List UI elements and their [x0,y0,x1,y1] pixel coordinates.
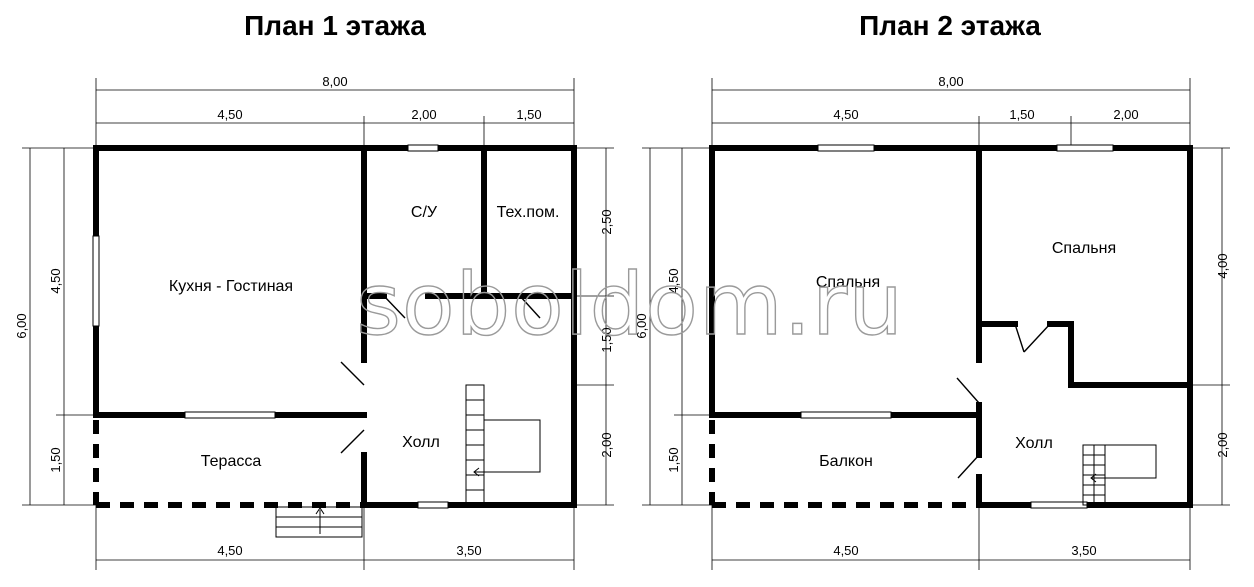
plan-2-dim-left-2: 1,50 [666,447,681,472]
plan-2-top-dimensions: 8,00 4,50 1,50 2,00 [711,74,1191,150]
plan-2-left-dimensions: 6,00 4,50 1,50 [634,147,712,506]
plan-1-doors [340,295,541,454]
plan-second-floor: План 2 этажа 8,00 4,50 1,50 2,00 4,50 3,… [634,10,1230,570]
plan-1-dim-right-3: 2,00 [599,432,614,457]
plan-2-dim-top-3: 2,00 [1113,107,1138,122]
plan-2-dim-top-1: 4,50 [833,107,858,122]
plan-2-dim-right-2: 2,00 [1215,432,1230,457]
plan-2-right-dimensions: 4,00 2,00 [1190,147,1230,506]
plan-2-door-bedroom-1 [956,377,980,404]
plan-1-bottom-dimensions: 4,50 3,50 [95,505,575,570]
plan-1-left-dimensions: 6,00 4,50 1,50 [14,147,96,506]
plan-2-door-bedroom-2-b [1023,323,1051,353]
plan-2-dim-bottom-1: 4,50 [833,543,858,558]
plan-2-title: План 2 этажа [859,10,1041,41]
plan-2-room-bedroom-right: Спальня [1052,240,1116,257]
plan-1-room-hall: Холл [402,434,440,451]
plan-2-windows [800,144,1114,509]
plan-1-dim-top-3: 1,50 [516,107,541,122]
plan-1-windows [92,144,449,509]
plan-2-walls [709,145,1193,508]
plan-2-dim-total-width: 8,00 [938,74,963,89]
plan-2-window-balcony [800,411,892,419]
plan-1-window-living-terrace [184,411,276,419]
plan-1-window-left [92,235,100,327]
plan-2-dim-left-total: 6,00 [634,313,649,338]
plan-1-top-dimensions: 8,00 4,50 2,00 1,50 [95,74,575,150]
plan-1-window-wc [407,144,439,152]
plan-2-bottom-dimensions: 4,50 3,50 [711,505,1191,570]
plan-1-stairs [465,384,541,506]
plan-2-dim-top-2: 1,50 [1009,107,1034,122]
plan-1-dim-right-2: 1,50 [599,327,614,352]
plan-2-room-hall: Холл [1015,435,1053,452]
plan-1-entrance-steps [275,506,363,538]
plan-1-title: План 1 этажа [244,10,426,41]
plan-1-dim-right-1: 2,50 [599,209,614,234]
plan-first-floor: План 1 этажа 8,00 4,50 2,00 1,50 4,50 3,… [14,10,614,570]
plan-1-dim-left-1: 4,50 [48,268,63,293]
plan-1-door-tech [519,295,541,319]
plan-1-room-wc: С/У [411,204,438,221]
plan-2-window-bedroom-1 [817,144,875,152]
plan-1-dim-top-1: 4,50 [217,107,242,122]
watermark: soboldom.ru [356,255,904,355]
plan-1-dim-left-total: 6,00 [14,313,29,338]
plan-1-room-kitchen-living: Кухня - Гостиная [169,278,293,295]
plan-1-room-terrace: Терасса [201,453,262,470]
plan-1-dim-bottom-1: 4,50 [217,543,242,558]
plan-1-right-dimensions: 2,50 1,50 2,00 [574,147,614,506]
plan-1-dim-bottom-2: 3,50 [456,543,481,558]
plan-1-window-hall [417,501,449,509]
plan-1-door-wc [383,295,406,319]
plan-2-window-hall [1030,501,1088,509]
plan-2-room-bedroom-left: Спальня [816,274,880,291]
plan-1-door-terrace [340,429,365,454]
plan-2-dim-bottom-2: 3,50 [1071,543,1096,558]
plan-2-room-balcony: Балкон [819,453,873,470]
plan-1-dim-top-2: 2,00 [411,107,436,122]
plan-2-window-bedroom-2 [1056,144,1114,152]
plan-2-dim-right-1: 4,00 [1215,253,1230,278]
plan-1-room-tech: Тех.пом. [497,204,560,221]
plan-1-dim-total-width: 8,00 [322,74,347,89]
plan-1-door-living [340,361,365,386]
plan-1-dim-left-2: 1,50 [48,447,63,472]
plan-2-dim-left-1: 4,50 [666,268,681,293]
plan-2-stairs [1082,444,1157,506]
plan-2-door-bedroom-2-a [1014,323,1025,353]
plan-2-doors [956,323,1051,479]
plan-2-door-balcony [957,454,980,479]
